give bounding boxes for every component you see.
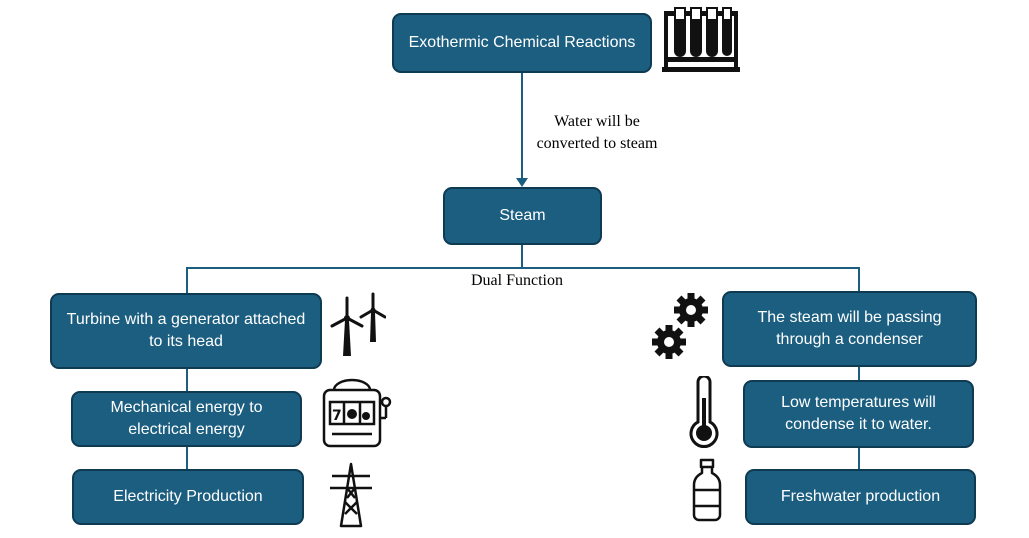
node-low-temperatures: Low temperatures will condense it to wat… bbox=[743, 380, 974, 448]
thermometer-icon bbox=[689, 376, 719, 449]
water-bottle-icon bbox=[692, 458, 722, 522]
power-pylon-icon bbox=[330, 462, 372, 528]
edge-label-water-to-steam: Water will be converted to steam bbox=[536, 113, 658, 152]
connector-right-drop bbox=[858, 267, 860, 292]
node-condenser: The steam will be passing through a cond… bbox=[722, 291, 977, 367]
connector-reactions-steam bbox=[521, 72, 523, 182]
connector-left-1 bbox=[186, 368, 188, 392]
connector-steam-split bbox=[521, 244, 523, 268]
connector-right-1 bbox=[858, 366, 860, 381]
test-tubes-icon bbox=[662, 7, 740, 72]
node-freshwater-production: Freshwater production bbox=[745, 469, 976, 525]
connector-right-2 bbox=[858, 447, 860, 470]
node-exothermic-reactions: Exothermic Chemical Reactions bbox=[392, 13, 652, 73]
arrowhead bbox=[516, 178, 528, 187]
node-steam: Steam bbox=[443, 187, 602, 245]
wind-turbine-icon bbox=[330, 292, 386, 356]
gears-icon bbox=[652, 293, 708, 359]
edge-label-dual-function: Dual Function bbox=[471, 272, 563, 289]
node-electricity-production: Electricity Production bbox=[72, 469, 304, 525]
node-turbine: Turbine with a generator attached to its… bbox=[50, 293, 322, 369]
svg-text:7: 7 bbox=[332, 408, 342, 424]
connector-left-drop bbox=[186, 267, 188, 294]
connector-left-2 bbox=[186, 446, 188, 470]
slot-machine-icon: 7 bbox=[322, 378, 392, 448]
node-mechanical-energy: Mechanical energy to electrical energy bbox=[71, 391, 302, 447]
connector-horizontal bbox=[186, 267, 860, 269]
